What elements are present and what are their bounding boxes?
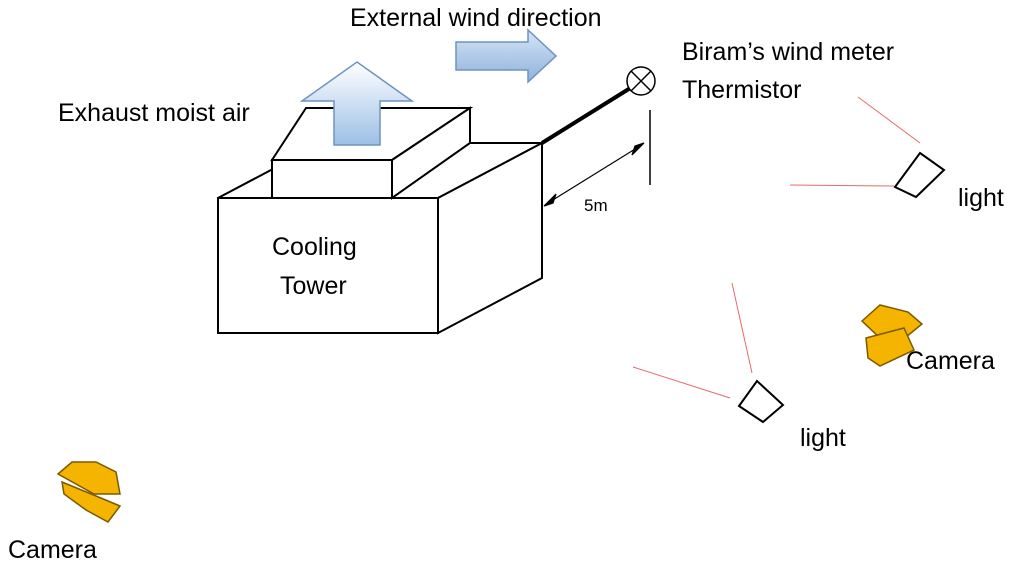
light-bottom-label: light <box>800 424 846 452</box>
tower-label-line1: Cooling <box>272 233 357 261</box>
meter-boom <box>540 85 634 145</box>
ray-top-1 <box>857 96 921 144</box>
top-block-front-face <box>271 159 393 199</box>
wind-meter-icon <box>626 66 656 96</box>
wind-arrow <box>455 28 558 84</box>
tower-label-line2: Tower <box>280 272 347 300</box>
camera-right-icon <box>860 304 924 367</box>
thermistor-label: Thermistor <box>682 76 802 104</box>
wind-meter-label: Biram’s wind meter <box>682 38 895 66</box>
camera-left-icon <box>56 461 122 523</box>
light-top-label: light <box>958 184 1004 212</box>
light-bottom-icon <box>737 379 785 424</box>
exhaust-label: Exhaust moist air <box>58 99 250 127</box>
ray-bottom-1 <box>731 282 753 374</box>
distance-arrow <box>543 142 645 207</box>
light-rays <box>632 96 921 399</box>
distance-label: 5m <box>584 196 608 215</box>
tower-front-face <box>217 197 439 334</box>
ray-bottom-2 <box>632 366 731 399</box>
wind-direction-label: External wind direction <box>350 4 602 32</box>
camera-left-label: Camera <box>8 536 97 564</box>
light-top-icon <box>893 151 946 199</box>
ray-top-2 <box>789 184 895 187</box>
exhaust-arrow <box>299 61 415 146</box>
camera-right-label: Camera <box>906 347 995 375</box>
